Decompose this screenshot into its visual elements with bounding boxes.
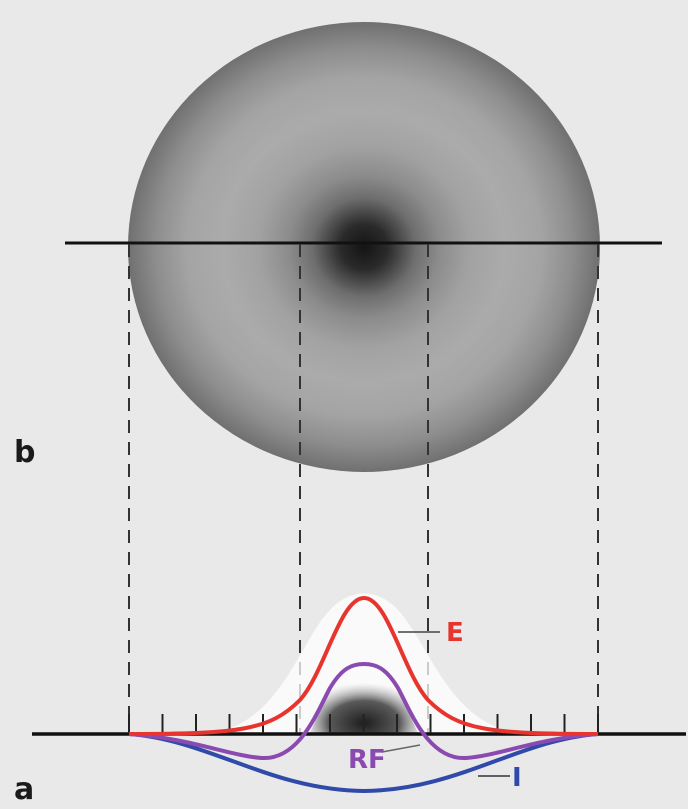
excitation-label: E [446, 618, 464, 648]
panel-label-a: a [14, 772, 34, 807]
inhibition-label: I [512, 763, 522, 793]
receptive-field-label: RF [348, 745, 386, 775]
receptive-field-disc [128, 22, 600, 472]
panel-label-b: b [14, 435, 35, 470]
